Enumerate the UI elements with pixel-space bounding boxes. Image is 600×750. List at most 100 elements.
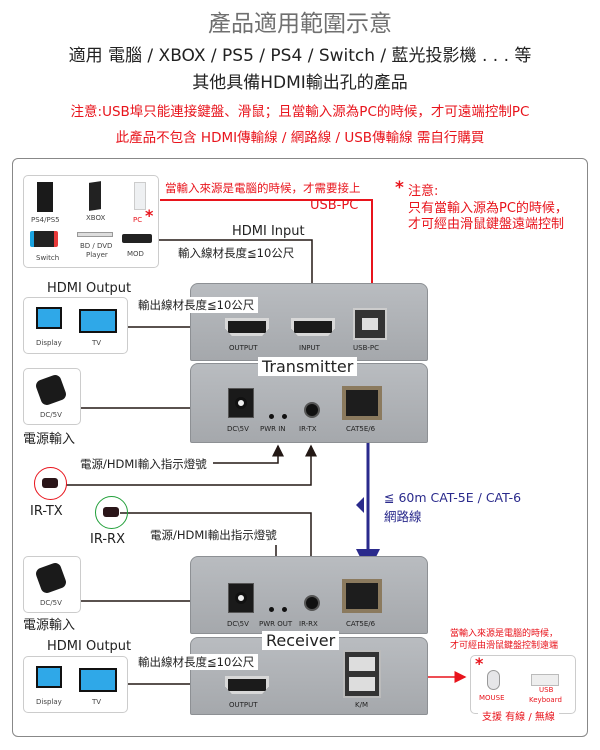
hdmi-output-port: [225, 318, 269, 336]
peripherals-star: *: [475, 654, 484, 673]
compatibility-line-2: 其他具備HDMI輸出孔的產品: [192, 73, 408, 93]
keyboard-label: Keyboard: [529, 696, 562, 704]
indicator-in-label: 電源/HDMI輸入指示燈號: [80, 457, 207, 471]
led: [269, 607, 274, 612]
port-label: CAT5E/6: [346, 425, 376, 433]
port-label: OUTPUT: [229, 701, 258, 709]
compatibility-line: 適用 電腦 / XBOX / PS5 / PS4 / Switch / 藍光投影…: [68, 46, 532, 66]
adapter-label: DC/5V: [40, 411, 62, 419]
switch-icon: [30, 231, 58, 247]
tv-label: TV: [92, 339, 102, 347]
led: [282, 607, 287, 612]
tv-icon: [79, 309, 117, 333]
ir-rx-label: IR-RX: [90, 532, 125, 547]
ir-rx-jack: [304, 595, 320, 611]
mouse-label: MOUSE: [479, 694, 505, 702]
usb-pc-label: USB-PC: [310, 198, 359, 213]
source-label: XBOX: [86, 214, 106, 222]
peripherals-box: * MOUSE USB Keyboard: [470, 654, 576, 714]
source-devices-box: PS4/PS5 XBOX PC * Switch BD / DVD Player…: [23, 175, 159, 268]
port-label: PWR IN: [260, 425, 286, 433]
cable-pointer: [356, 497, 364, 513]
usb-a-ports: [343, 650, 381, 698]
power-input-label: 電源輸入: [23, 618, 76, 633]
bd-player-icon: [77, 232, 113, 237]
ir-tx-label: IR-TX: [30, 504, 63, 519]
ps4-icon: [37, 182, 53, 212]
page-title: 產品適用範圍示意: [208, 11, 392, 37]
ir-rx-sensor: [95, 496, 128, 529]
source-label: MOD: [127, 250, 144, 258]
hdmi-input-label: HDMI Input: [232, 224, 305, 239]
tv-label: TV: [92, 698, 102, 706]
port-label: PWR OUT: [259, 620, 293, 628]
source-label: PS4/PS5: [31, 216, 60, 224]
package-note: 此產品不包含 HDMI傳輸線 / 網路線 / USB傳輸線 需自行購買: [115, 130, 485, 146]
wired-wireless-support: 支援 有線 / 無線: [478, 708, 559, 723]
usb-pc-line: [160, 199, 380, 302]
port-label: USB-PC: [353, 344, 380, 352]
source-label: Player: [86, 251, 108, 259]
display-label: Display: [36, 339, 62, 347]
adapter-label: DC/5V: [40, 599, 62, 607]
port-label: CAT5E/6: [346, 620, 376, 628]
display-icon: [36, 666, 62, 688]
transmitter-front: OUTPUT INPUT USB-PC: [190, 283, 428, 361]
port-label: DC\5V: [227, 620, 249, 628]
port-label: DC\5V: [227, 425, 249, 433]
power-adapter-box: DC/5V: [23, 556, 81, 613]
ir-tx-jack: [304, 402, 320, 418]
display-icon: [36, 307, 62, 329]
usb-b-port: [353, 308, 387, 340]
tv-icon: [79, 668, 117, 692]
hdmi-output-port: [225, 676, 269, 694]
rj45-port: [342, 386, 382, 420]
pc-tower-icon: [134, 182, 146, 210]
indicator-out-label: 電源/HDMI輸出指示燈號: [150, 528, 277, 542]
transmitter-label: Transmitter: [258, 357, 358, 376]
xbox-icon: [89, 181, 101, 211]
port-label: IR-RX: [299, 620, 318, 628]
side-note-line: 才可經由滑鼠鍵盤遠端控制: [408, 217, 565, 232]
power-input-label: 電源輸入: [23, 432, 76, 447]
ir-tx-line: [66, 444, 317, 486]
hdmi-input-length: 輸入線材長度≦10公尺: [178, 246, 295, 260]
port-label: INPUT: [299, 344, 320, 352]
display-box: Display TV: [23, 656, 128, 713]
hdmi-output-length: 輸出線材長度≦10公尺: [134, 297, 259, 313]
indicator-in-line: [213, 444, 284, 464]
source-label: PC: [133, 216, 143, 224]
dc-jack: [228, 388, 254, 418]
receiver-back: DC\5V PWR OUT IR-RX CAT5E/6: [190, 556, 428, 634]
led: [269, 414, 274, 419]
cable-spec: ≦ 60m CAT-5E / CAT-6: [384, 490, 522, 505]
usb-pc-note: 當輸入來源是電腦的時候，才需要接上: [165, 181, 361, 195]
km-note: 才可經由滑鼠鍵盤控制遠端: [450, 641, 559, 651]
receiver-label: Receiver: [262, 631, 340, 650]
display-box: Display TV: [23, 297, 128, 354]
dc-jack: [228, 583, 254, 613]
source-label: Switch: [36, 254, 60, 262]
source-label: BD / DVD: [80, 242, 113, 250]
cable-type: 網路線: [384, 509, 422, 524]
mouse-icon: [487, 670, 500, 690]
rj45-port: [342, 579, 382, 613]
power-adapter-icon: [34, 373, 68, 407]
receiver-front: OUTPUT K/M: [190, 637, 428, 715]
side-note-line: 只有當輸入源為PC的時候，: [408, 201, 568, 216]
side-note-star: *: [395, 178, 404, 198]
hdmi-output-length: 輸出線材長度≦10公尺: [134, 654, 259, 670]
transmitter-back: DC\5V PWR IN IR-TX CAT5E/6: [190, 363, 428, 443]
side-note-title: 注意:: [408, 184, 439, 199]
pc-star: *: [145, 206, 154, 225]
port-label: OUTPUT: [229, 344, 258, 352]
keyboard-label: USB: [539, 686, 554, 694]
port-label: IR-TX: [299, 425, 317, 433]
km-note: 當輸入來源是電腦的時候，: [450, 629, 559, 639]
hdmi-output-label: HDMI Output: [47, 281, 132, 296]
led: [282, 414, 287, 419]
port-label: K/M: [355, 701, 368, 709]
keyboard-icon: [531, 674, 559, 686]
mod-icon: [122, 234, 152, 243]
display-label: Display: [36, 698, 62, 706]
